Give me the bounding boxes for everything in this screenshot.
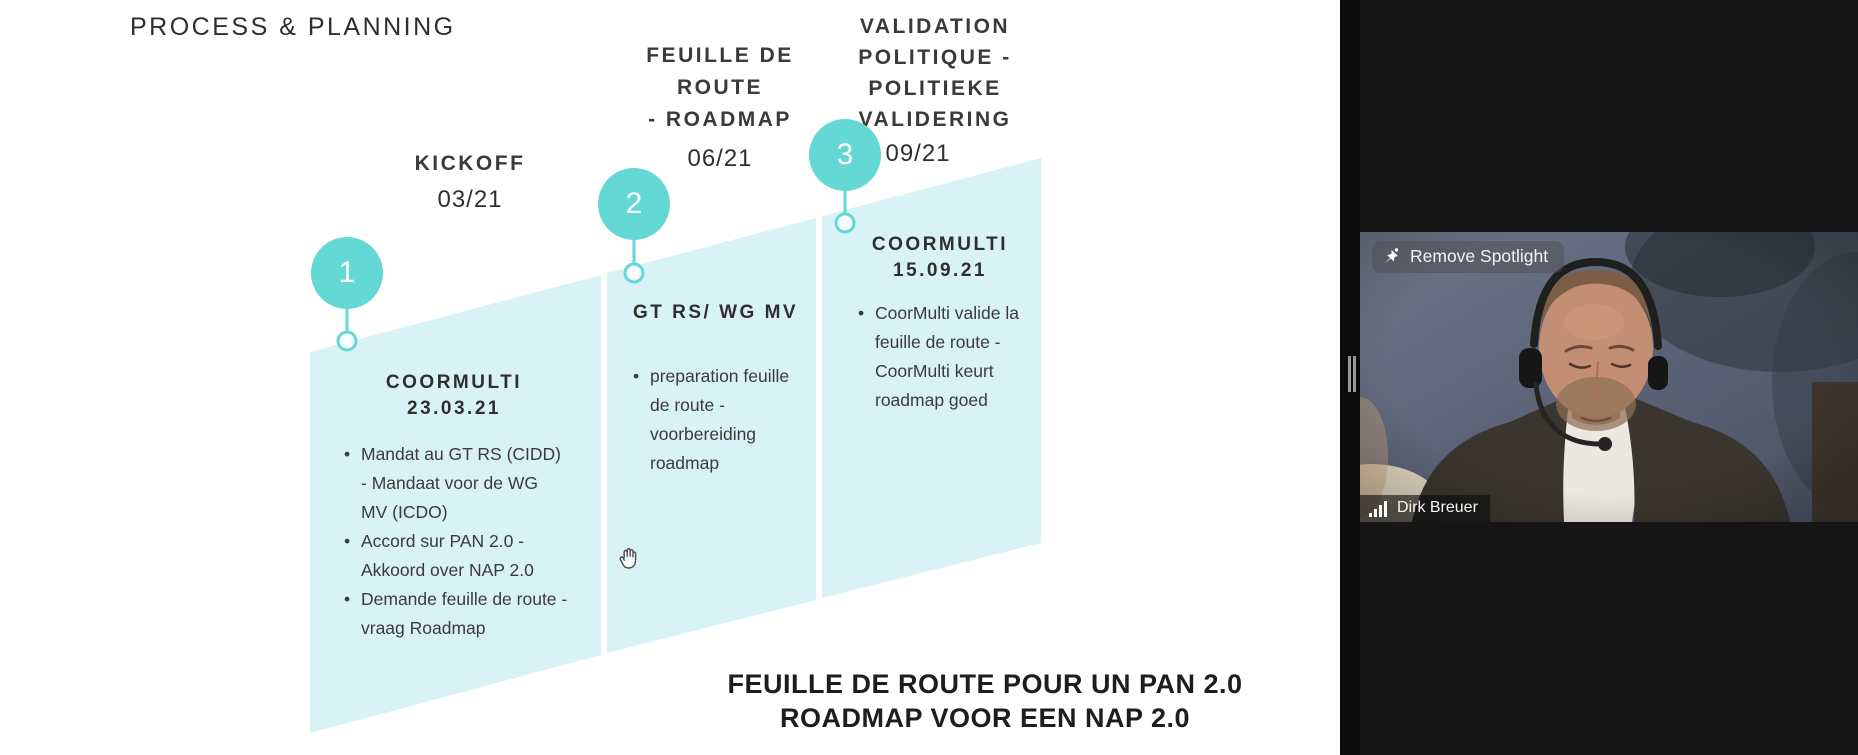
milestone-2-block-title: GT RS/ WG MV xyxy=(633,302,799,323)
participant-video-tile[interactable]: Remove Spotlight Dirk Breuer xyxy=(1360,232,1858,522)
hand-cursor-icon xyxy=(619,548,637,569)
participant-video-feed xyxy=(1360,232,1858,522)
sidebar-divider xyxy=(1340,0,1360,755)
milestone-2-bullet-list: preparation feuille de route - voorberei… xyxy=(633,362,795,478)
remove-spotlight-button[interactable]: Remove Spotlight xyxy=(1372,241,1565,273)
bullet-item: preparation feuille de route - voorberei… xyxy=(633,362,795,478)
video-sidebar: Remove Spotlight Dirk Breuer xyxy=(1340,0,1858,755)
milestone-3-phase-label: VALIDATION POLITIQUE - POLITIEKE VALIDER… xyxy=(858,15,1012,131)
milestone-3-date: 09/21 xyxy=(885,140,951,167)
milestone-1-number-badge: 1 xyxy=(311,237,383,309)
connection-signal-icon xyxy=(1369,500,1387,517)
participant-name-badge: Dirk Breuer xyxy=(1360,495,1490,522)
sidebar-resize-handle[interactable] xyxy=(1348,356,1358,392)
bullet-item: Demande feuille de route - vraag Roadmap xyxy=(344,585,569,643)
slide-title: PROCESS & PLANNING xyxy=(130,13,456,41)
milestone-3-number-badge: 3 xyxy=(809,119,881,191)
pushpin-icon xyxy=(1385,248,1399,264)
milestone-1-phase-label: KICKOFF xyxy=(414,152,526,175)
shared-slide: PROCESS & PLANNING KICKOFF 03/21 1 COORM… xyxy=(0,0,1340,755)
milestone-2-date: 06/21 xyxy=(687,145,753,172)
slide-footer-title: FEUILLE DE ROUTE POUR UN PAN 2.0 ROADMAP… xyxy=(727,669,1243,733)
milestone-1-block-title: COORMULTI 23.03.21 xyxy=(385,372,523,419)
milestone-3-block-title: COORMULTI 15.09.21 xyxy=(871,234,1009,281)
bullet-item: Accord sur PAN 2.0 - Akkoord over NAP 2.… xyxy=(344,527,569,585)
participant-name: Dirk Breuer xyxy=(1397,499,1478,516)
bullet-item: CoorMulti valide la feuille de route - C… xyxy=(858,299,1026,415)
milestone-1-bullet-list: Mandat au GT RS (CIDD) - Mandaat voor de… xyxy=(344,440,569,643)
milestone-2-number-badge: 2 xyxy=(598,168,670,240)
milestone-1-date: 03/21 xyxy=(437,186,503,213)
milestone-2-phase-label: FEUILLE DE ROUTE - ROADMAP xyxy=(646,44,794,131)
bullet-item: Mandat au GT RS (CIDD) - Mandaat voor de… xyxy=(344,440,569,527)
milestone-3-bullet-list: CoorMulti valide la feuille de route - C… xyxy=(858,299,1026,415)
